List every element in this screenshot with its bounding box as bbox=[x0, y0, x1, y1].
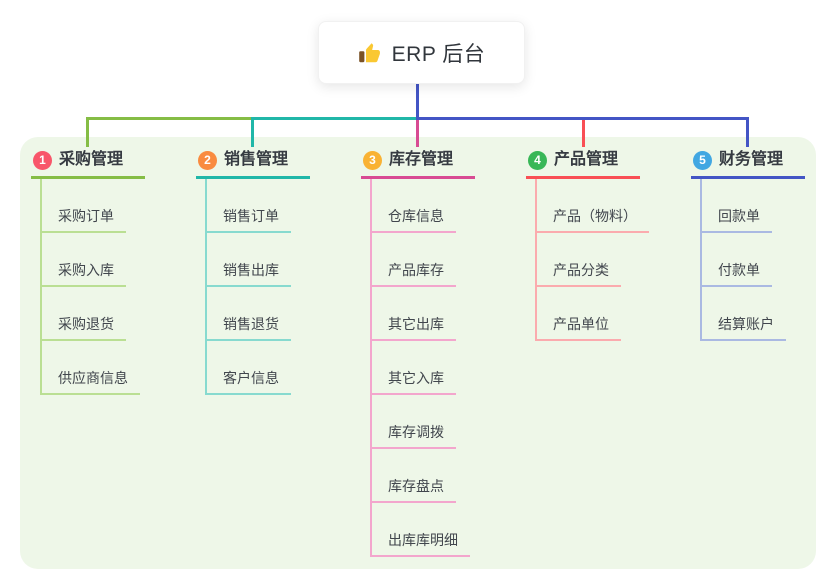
child-node[interactable]: 采购入库 bbox=[42, 233, 145, 287]
branch-node[interactable]: 1 采购管理 采购订单采购入库采购退货供应商信息 bbox=[31, 147, 145, 395]
connector-line bbox=[416, 120, 419, 147]
branch-title[interactable]: 5 财务管理 bbox=[691, 147, 805, 179]
child-node-label: 库存盘点 bbox=[372, 477, 456, 503]
child-node[interactable]: 供应商信息 bbox=[42, 341, 145, 395]
child-node[interactable]: 库存调拨 bbox=[372, 395, 475, 449]
child-node-label: 采购入库 bbox=[42, 261, 126, 287]
branch-children: 回款单付款单结算账户 bbox=[700, 179, 805, 341]
thumbs-up-icon bbox=[358, 41, 382, 65]
mindmap-panel bbox=[20, 137, 816, 569]
branch-title[interactable]: 1 采购管理 bbox=[31, 147, 145, 179]
child-node[interactable]: 产品单位 bbox=[537, 287, 640, 341]
connector-line bbox=[86, 117, 254, 120]
child-node[interactable]: 采购退货 bbox=[42, 287, 145, 341]
connector-line bbox=[416, 117, 749, 120]
child-node-label: 销售订单 bbox=[207, 207, 291, 233]
connector-line bbox=[251, 117, 419, 120]
branch-title-label: 产品管理 bbox=[554, 151, 619, 168]
branch-title-label: 财务管理 bbox=[719, 151, 784, 168]
child-node[interactable]: 销售出库 bbox=[207, 233, 310, 287]
branch-title-label: 销售管理 bbox=[224, 151, 289, 168]
child-node[interactable]: 结算账户 bbox=[702, 287, 805, 341]
branch-children: 销售订单销售出库销售退货客户信息 bbox=[205, 179, 310, 395]
branch-title[interactable]: 3 库存管理 bbox=[361, 147, 475, 179]
child-node[interactable]: 客户信息 bbox=[207, 341, 310, 395]
branch-children: 产品（物料） 产品分类产品单位 bbox=[535, 179, 649, 341]
branch-index-badge: 5 bbox=[693, 150, 712, 170]
child-node-label: 供应商信息 bbox=[42, 369, 140, 395]
child-node[interactable]: 产品分类 bbox=[537, 233, 640, 287]
child-node[interactable]: 出库库明细 bbox=[372, 503, 475, 557]
child-node[interactable]: 库存盘点 bbox=[372, 449, 475, 503]
child-node-label: 回款单 bbox=[702, 207, 772, 233]
child-node[interactable]: 其它入库 bbox=[372, 341, 475, 395]
child-node[interactable]: 采购订单 bbox=[42, 179, 145, 233]
branch-index-badge: 3 bbox=[363, 150, 382, 170]
child-node[interactable]: 仓库信息 bbox=[372, 179, 475, 233]
root-label: ERP 后台 bbox=[391, 42, 486, 66]
child-node-label: 客户信息 bbox=[207, 369, 291, 395]
connector-line bbox=[416, 82, 419, 118]
child-node-label: 产品（物料） bbox=[537, 207, 649, 233]
child-node-label: 产品单位 bbox=[537, 315, 621, 341]
connector-line bbox=[251, 120, 254, 147]
branch-title-label: 库存管理 bbox=[389, 151, 454, 168]
branch-node[interactable]: 5 财务管理 回款单付款单结算账户 bbox=[691, 147, 805, 341]
root-node[interactable]: ERP 后台 bbox=[318, 21, 525, 84]
child-node[interactable]: 产品（物料） bbox=[537, 179, 649, 233]
child-node-label: 产品分类 bbox=[537, 261, 621, 287]
child-node-label: 产品库存 bbox=[372, 261, 456, 287]
branch-index-badge: 4 bbox=[528, 150, 547, 170]
child-node-label: 采购订单 bbox=[42, 207, 126, 233]
child-node[interactable]: 付款单 bbox=[702, 233, 805, 287]
branch-node[interactable]: 3 库存管理 仓库信息产品库存其它出库其它入库库存调拨库存盘点出库库明细 bbox=[361, 147, 475, 557]
child-node-label: 其它入库 bbox=[372, 369, 456, 395]
child-node-label: 结算账户 bbox=[702, 315, 786, 341]
child-node[interactable]: 产品库存 bbox=[372, 233, 475, 287]
child-node[interactable]: 销售退货 bbox=[207, 287, 310, 341]
connector-line bbox=[746, 120, 749, 147]
child-node[interactable]: 其它出库 bbox=[372, 287, 475, 341]
child-node[interactable]: 销售订单 bbox=[207, 179, 310, 233]
branch-node[interactable]: 4 产品管理 产品（物料） 产品分类产品单位 bbox=[526, 147, 649, 341]
branch-children: 采购订单采购入库采购退货供应商信息 bbox=[40, 179, 145, 395]
child-node-label: 库存调拨 bbox=[372, 423, 456, 449]
branch-index-badge: 2 bbox=[198, 150, 217, 170]
child-node-label: 销售出库 bbox=[207, 261, 291, 287]
branch-title[interactable]: 4 产品管理 bbox=[526, 147, 640, 179]
connector-line bbox=[582, 120, 585, 147]
branch-children: 仓库信息产品库存其它出库其它入库库存调拨库存盘点出库库明细 bbox=[370, 179, 475, 557]
child-node-label: 仓库信息 bbox=[372, 207, 456, 233]
child-node-label: 销售退货 bbox=[207, 315, 291, 341]
connector-line bbox=[86, 120, 89, 147]
child-node-label: 出库库明细 bbox=[372, 531, 470, 557]
branch-title[interactable]: 2 销售管理 bbox=[196, 147, 310, 179]
branch-node[interactable]: 2 销售管理 销售订单销售出库销售退货客户信息 bbox=[196, 147, 310, 395]
child-node-label: 其它出库 bbox=[372, 315, 456, 341]
child-node-label: 采购退货 bbox=[42, 315, 126, 341]
child-node-label: 付款单 bbox=[702, 261, 772, 287]
child-node[interactable]: 回款单 bbox=[702, 179, 805, 233]
branch-index-badge: 1 bbox=[33, 150, 52, 170]
branch-title-label: 采购管理 bbox=[59, 151, 124, 168]
